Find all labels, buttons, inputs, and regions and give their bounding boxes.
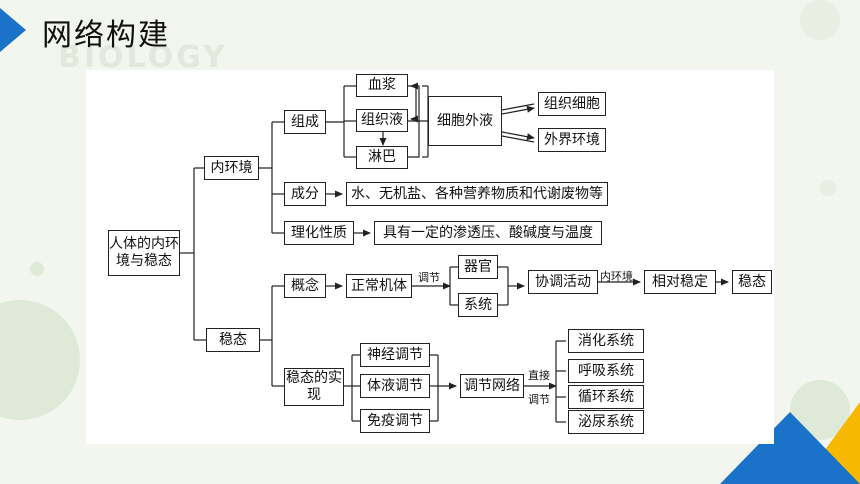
concept-node: 概念 bbox=[284, 274, 326, 298]
nervous-reg-node: 神经调节 bbox=[360, 343, 430, 367]
homeostasis-node: 稳态 bbox=[206, 328, 260, 352]
background-dot bbox=[800, 0, 840, 40]
external-env-node: 外界环境 bbox=[538, 128, 606, 152]
internal-env-node: 内环境 bbox=[204, 156, 259, 180]
title-marker-icon bbox=[0, 8, 26, 52]
composition-node: 组成 bbox=[284, 110, 326, 134]
digestive-node: 消化系统 bbox=[568, 329, 644, 353]
homeostasis-end-node: 稳态 bbox=[732, 270, 772, 294]
components-detail-node: 水、无机盐、各种营养物质和代谢废物等 bbox=[346, 182, 608, 206]
physchem-node: 理化性质 bbox=[284, 221, 354, 245]
extracellular-fluid-node: 细胞外液 bbox=[428, 96, 502, 146]
physchem-detail-node: 具有一定的渗透压、酸碱度与温度 bbox=[374, 221, 602, 245]
connector-lines bbox=[180, 82, 729, 423]
background-dot bbox=[820, 180, 836, 196]
page-title: 网络构建 bbox=[42, 18, 170, 53]
respiratory-node: 呼吸系统 bbox=[568, 359, 644, 383]
background-dot bbox=[30, 262, 44, 276]
tissue-cells-node: 组织细胞 bbox=[538, 92, 606, 116]
regulate-label-2: 调节 bbox=[528, 393, 550, 406]
plasma-node: 血浆 bbox=[356, 74, 408, 97]
regulate-label: 调节 bbox=[418, 271, 440, 284]
humoral-reg-node: 体液调节 bbox=[360, 374, 430, 398]
immune-reg-node: 免疫调节 bbox=[360, 409, 430, 433]
title-bar: BIOLOGY 网络构建 bbox=[0, 0, 860, 75]
internal-env-label: 内环境 bbox=[600, 270, 633, 283]
urinary-node: 泌尿系统 bbox=[568, 410, 644, 434]
circulatory-node: 循环系统 bbox=[568, 385, 644, 409]
root-node: 人体的内环境与稳态 bbox=[108, 230, 180, 276]
direct-label: 直接 bbox=[528, 369, 550, 382]
concept-map-panel: 人体的内环境与稳态 内环境 组成 血浆 组织液 淋巴 细胞外液 组织细胞 外界环… bbox=[86, 70, 774, 444]
system-node: 系统 bbox=[458, 293, 498, 317]
organ-node: 器官 bbox=[458, 255, 498, 279]
lymph-node: 淋巴 bbox=[356, 146, 408, 169]
background-circle bbox=[0, 300, 80, 420]
components-node: 成分 bbox=[284, 182, 326, 206]
coordinate-node: 协调活动 bbox=[528, 270, 598, 294]
realization-node: 稳态的实现 bbox=[284, 368, 344, 406]
watermark-text: BIOLOGY bbox=[58, 40, 228, 75]
relative-stable-node: 相对稳定 bbox=[644, 270, 716, 294]
normal-body-node: 正常机体 bbox=[346, 274, 412, 298]
tissue-fluid-node: 组织液 bbox=[356, 109, 408, 132]
reg-network-node: 调节网络 bbox=[460, 374, 524, 398]
